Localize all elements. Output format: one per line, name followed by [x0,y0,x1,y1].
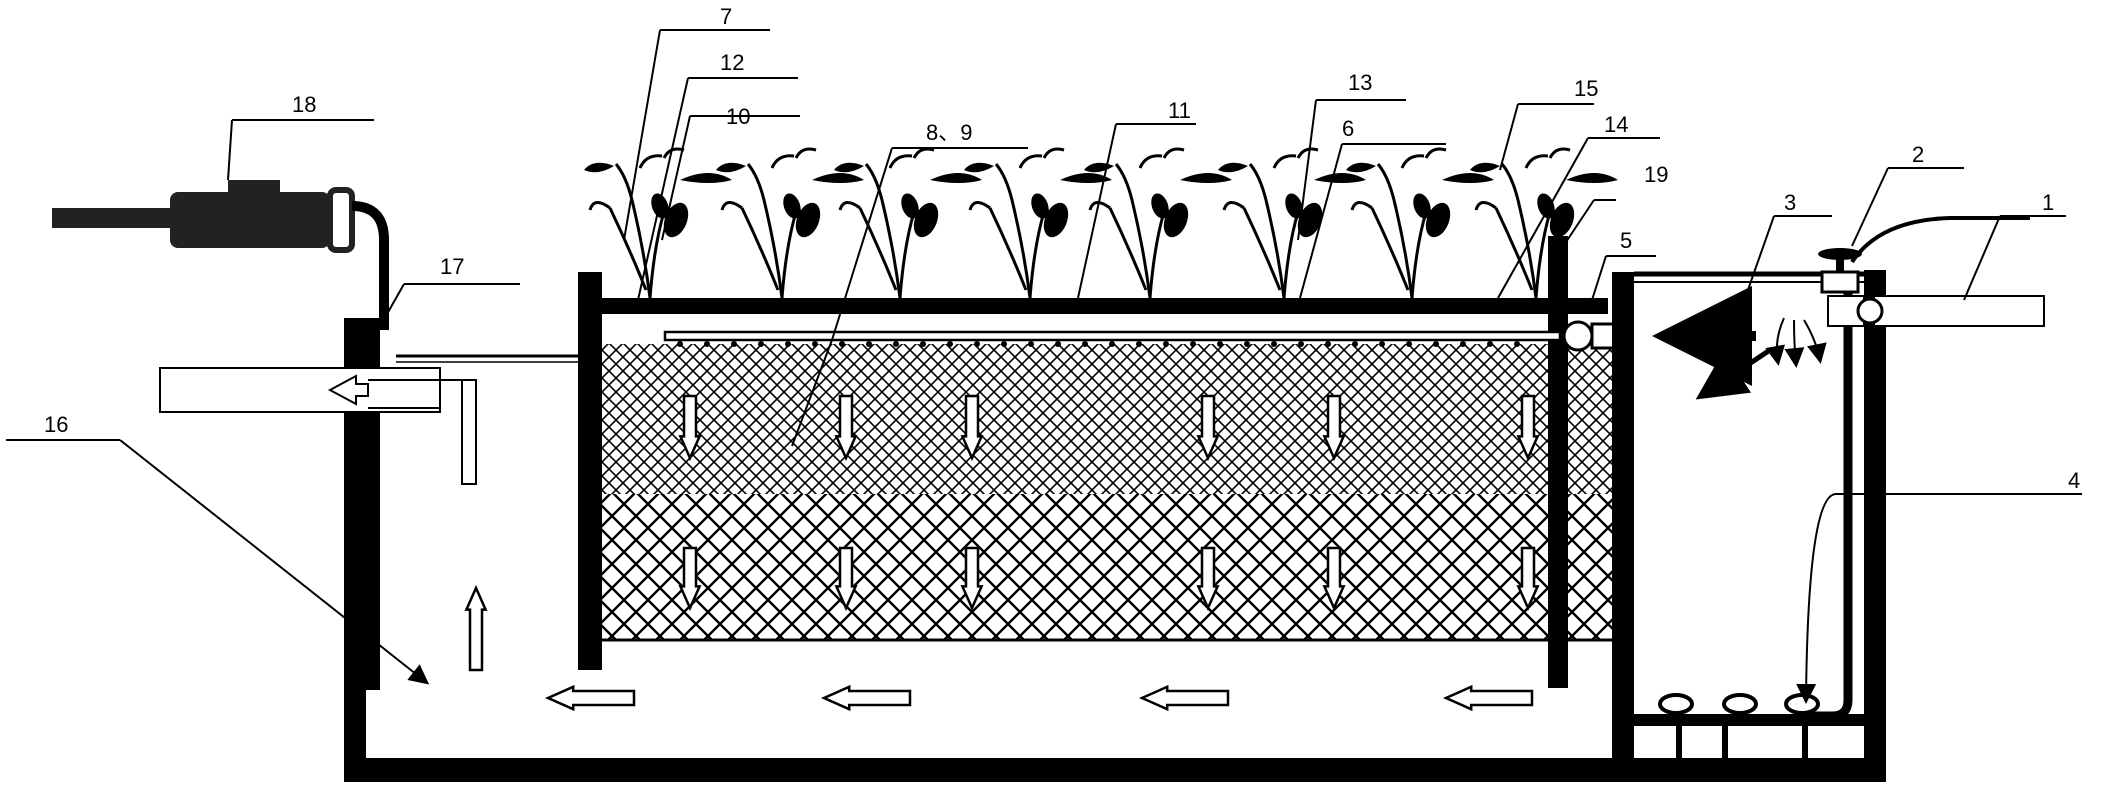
label-18: 18 [292,92,316,117]
nozzle-dot [785,341,791,347]
flow-arrow [544,684,636,712]
nozzle-dot [1244,341,1250,347]
plant [964,147,1112,299]
nozzle-dot [1190,341,1196,347]
plant [1470,147,1618,299]
flow-arrow [678,394,702,462]
nozzle-dot [1379,341,1385,347]
fine-media-layer [602,344,1612,494]
label-1: 1 [2042,190,2054,215]
nozzle-dot [1136,341,1142,347]
flow-arrow [960,546,984,612]
nozzle-dot [704,341,710,347]
label-19: 19 [1644,162,1668,187]
label-3: 3 [1784,190,1796,215]
air-supply-pipe-top [1850,216,2030,264]
plant [834,147,982,299]
plant [1084,147,1232,299]
flow-arrow [464,584,488,672]
plant [716,147,864,299]
valve-icon [1818,248,1862,294]
inlet-drip-arrows [1765,317,1827,368]
label-17: 17 [440,254,464,279]
nozzle-dot [1109,341,1115,347]
flow-arrow [1516,546,1540,612]
nozzle-dot [1028,341,1034,347]
nozzle-dot [1352,341,1358,347]
nozzle-dot [731,341,737,347]
inlet-chamber [1612,271,1864,772]
nozzle-dot [758,341,764,347]
plant [1218,147,1366,299]
nozzle-dot [677,341,683,347]
nozzle-dot [1460,341,1466,347]
nozzle-dot [1406,341,1412,347]
flow-arrow [820,684,912,712]
label-4: 4 [2068,468,2080,493]
pump-icon [52,180,389,330]
nozzle-dot [1514,341,1520,347]
label-7: 7 [720,4,732,29]
label-10: 10 [726,104,750,129]
flow-arrow [678,546,702,612]
aerator-discs [1658,693,1820,715]
label-13: 13 [1348,70,1372,95]
nozzle-dot [839,341,845,347]
coarse-media-layer [602,494,1612,640]
air-supply-pipe [1806,280,1853,721]
nozzle-dot [1325,341,1331,347]
flow-arrow [1442,684,1534,712]
pipe-nozzles [677,341,1520,347]
nozzle-dot [974,341,980,347]
label-2: 2 [1912,142,1924,167]
flow-arrow [1322,394,1346,462]
plant [1346,147,1494,299]
nozzle-dot [947,341,953,347]
label-6: 6 [1342,116,1354,141]
flow-arrow [834,546,858,612]
nozzle-dot [1082,341,1088,347]
inlet-pipe [1827,295,2045,327]
nozzle-dot [1055,341,1061,347]
distribution-pipe [663,330,1562,347]
flow-arrow [960,394,984,462]
flow-arrow [1516,394,1540,462]
nozzle-dot [920,341,926,347]
label-16: 16 [44,412,68,437]
nozzle-dot [1433,341,1439,347]
label-15: 15 [1574,76,1598,101]
flow-arrow [1322,546,1346,612]
nozzle-dot [812,341,818,347]
outlet-pipe [159,354,578,485]
nozzle-dot [1217,341,1223,347]
leader-lines [6,29,2082,704]
label-8-9: 8、9 [926,120,972,145]
flow-arrow [1138,684,1230,712]
flow-arrow [1196,394,1220,462]
nozzle-dot [1001,341,1007,347]
label-12: 12 [720,50,744,75]
label-14: 14 [1604,112,1628,137]
flow-arrow [1196,546,1220,612]
nozzle-dot [893,341,899,347]
label-11: 11 [1168,98,1191,123]
nozzle-dot [1298,341,1304,347]
part-labels: 1 2 3 4 5 6 7 8、9 10 11 12 13 14 15 16 1… [44,4,2080,493]
flow-arrow [834,394,858,462]
nozzle-dot [866,341,872,347]
nozzle-dot [1487,341,1493,347]
pipe-joint [1562,320,1594,352]
plant-icon [584,147,1618,299]
plant [584,147,732,299]
flow-arrow-icon [464,394,1540,712]
nozzle-dot [1271,341,1277,347]
nozzle-dot [1163,341,1169,347]
label-5: 5 [1620,228,1632,253]
chamber-inflow-arrow [1695,347,1772,400]
